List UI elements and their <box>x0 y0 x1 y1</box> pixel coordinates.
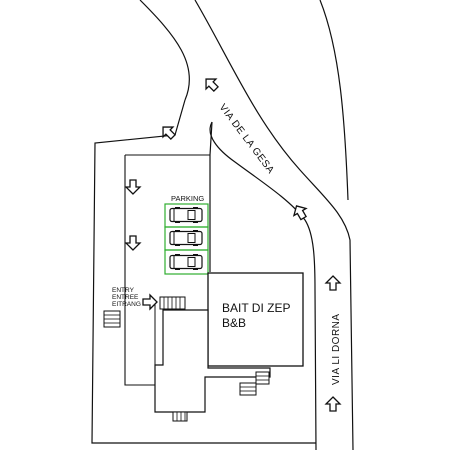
car-icon <box>169 253 203 271</box>
via-de-la-gesa-inner-edge <box>139 0 190 101</box>
property-outline <box>91 99 316 444</box>
road-label-via-de-la-gesa: VIA DE LA GESA <box>217 102 276 176</box>
via-de-la-gesa-outer-edge <box>194 0 354 450</box>
via-de-la-gesa-lower-edge <box>209 121 317 450</box>
building-type: B&B <box>222 316 246 330</box>
via-li-dorna-edge <box>319 0 349 201</box>
road-label-via-li-dorna: VIA LI DORNA <box>331 313 342 385</box>
car-icon <box>169 229 203 247</box>
courtyard-edge <box>124 155 155 386</box>
car-icon <box>169 206 203 224</box>
direction-arrow-icon <box>125 235 141 251</box>
direction-arrow-icon <box>200 73 222 95</box>
stairs-icon <box>239 382 257 396</box>
building-name: BAIT DI ZEP <box>222 301 290 315</box>
stairs-icon <box>172 411 188 422</box>
driveway-edge <box>209 121 213 272</box>
entry-label: EITRANG <box>112 301 141 308</box>
direction-arrow-icon <box>325 396 341 412</box>
annex-building <box>154 309 271 413</box>
parking-space <box>164 249 209 275</box>
entry-label: ENTRY <box>112 287 135 294</box>
parking-label: PARKING <box>171 194 204 203</box>
stairs-icon <box>159 296 186 310</box>
direction-arrow-icon <box>289 201 311 223</box>
stairs-icon <box>255 371 270 385</box>
parking-area <box>164 203 209 275</box>
direction-arrow-icon <box>125 179 141 195</box>
stairs-icon <box>103 310 121 328</box>
direction-arrow-icon <box>157 121 179 143</box>
direction-arrow-icon <box>325 275 341 291</box>
entry-label: ENTREE <box>112 294 139 301</box>
